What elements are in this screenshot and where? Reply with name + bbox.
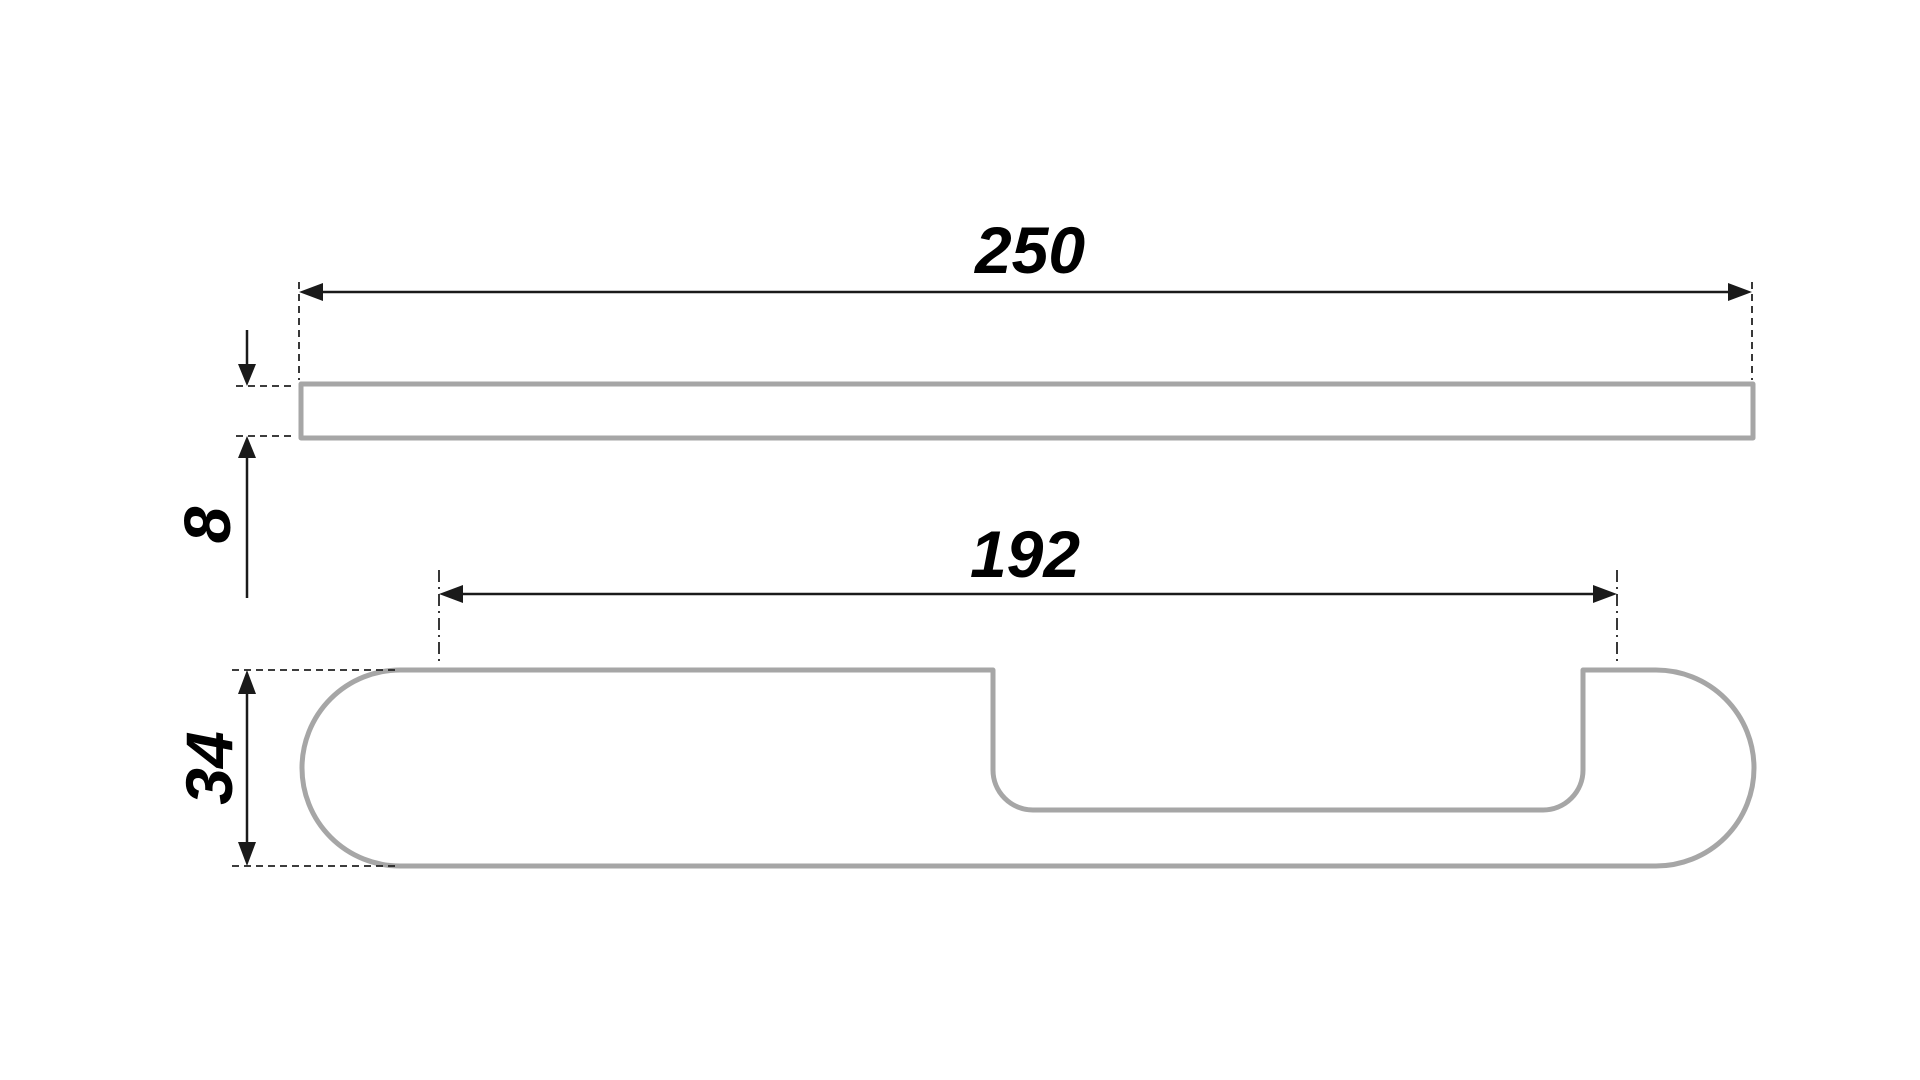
- arrowhead-top-8: [238, 364, 256, 386]
- arrowhead-top-34: [238, 670, 256, 694]
- dimension-250: 250: [299, 213, 1752, 301]
- front-profile-outline: [299, 667, 1757, 869]
- dimension-34: 34: [172, 669, 396, 867]
- arrowhead-right-192: [1593, 585, 1617, 603]
- dimension-label-250: 250: [973, 213, 1085, 287]
- dimension-label-8: 8: [170, 506, 244, 543]
- arrowhead-right-250: [1728, 283, 1752, 301]
- dimension-8: 8: [170, 330, 296, 598]
- arrowhead-left-192: [439, 585, 463, 603]
- dimension-label-192: 192: [970, 517, 1080, 591]
- dimension-label-34: 34: [172, 731, 246, 804]
- arrowhead-bottom-34: [238, 842, 256, 866]
- arrowhead-left-250: [299, 283, 323, 301]
- dimension-192: 192: [439, 517, 1617, 603]
- side-profile-outline: [298, 381, 1756, 441]
- arrowhead-bottom-8: [238, 436, 256, 458]
